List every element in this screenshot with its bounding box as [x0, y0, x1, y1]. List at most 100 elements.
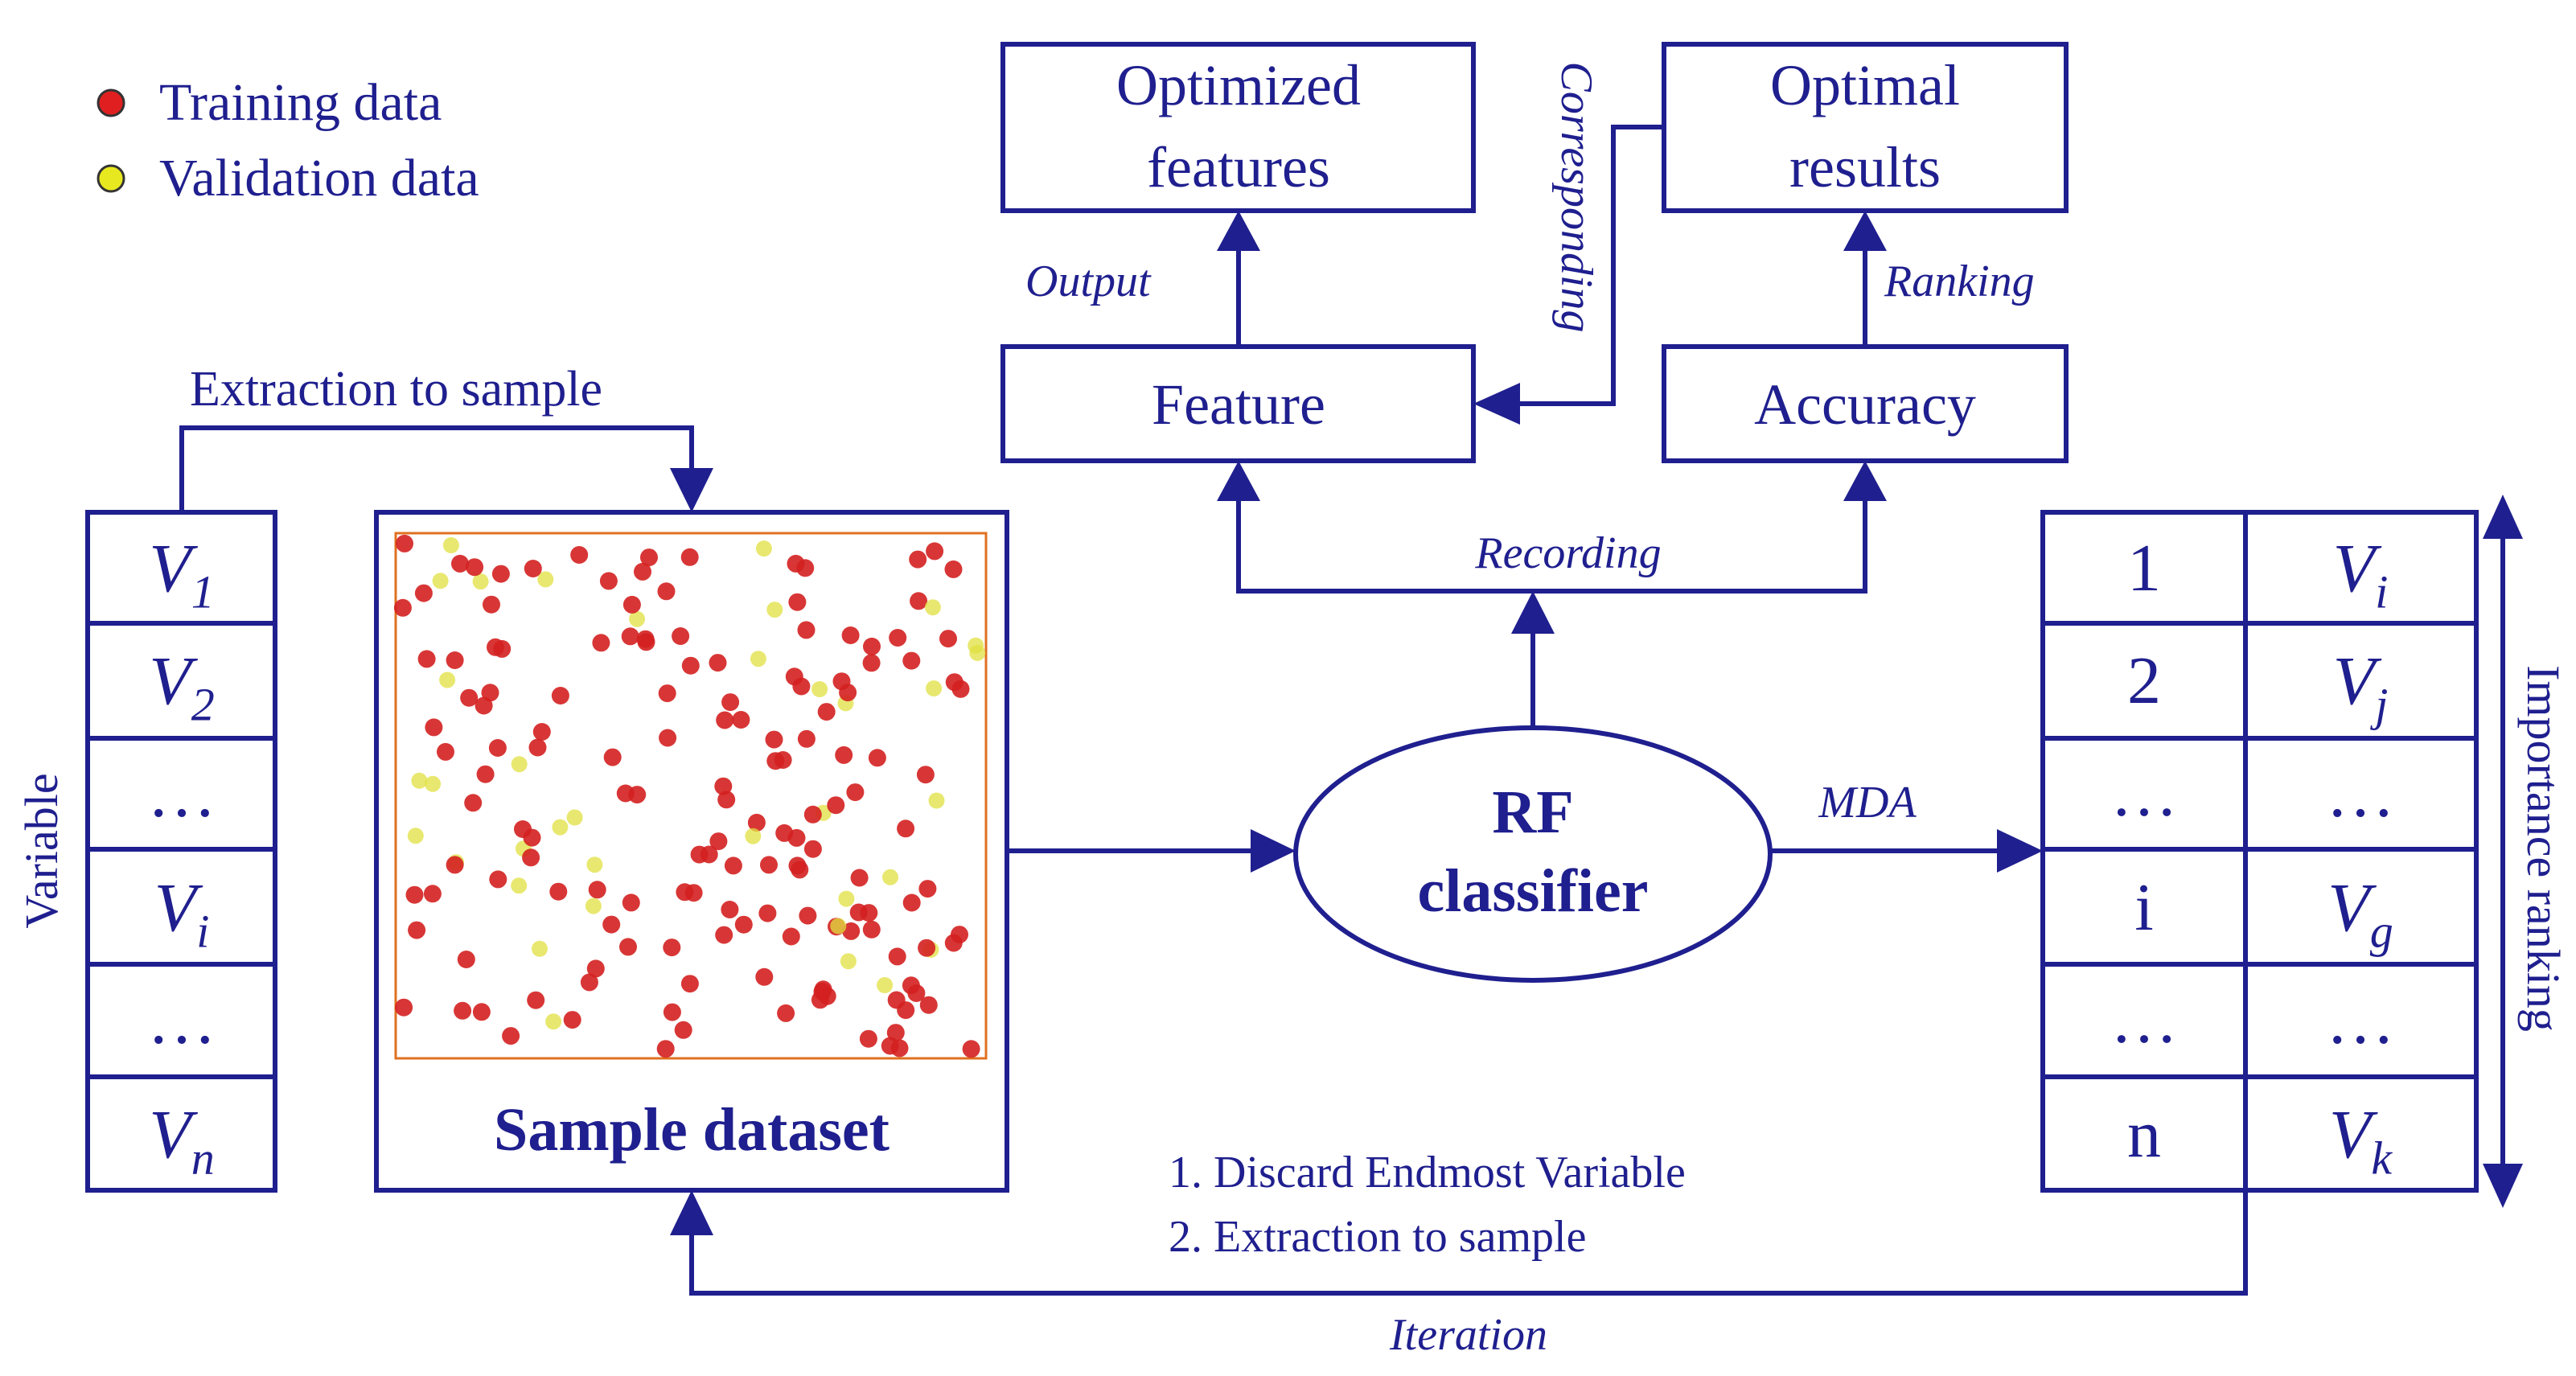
training-sample-dot [680, 548, 699, 566]
training-sample-dot [787, 828, 806, 847]
training-sample-dot [835, 746, 853, 764]
validation-sample-dot [566, 809, 583, 826]
importance-down-arrowhead [2483, 1164, 2523, 1208]
ranked-variable-cell: Vj [2332, 642, 2389, 731]
training-sample-dot [939, 630, 957, 648]
training-sample-dot [488, 739, 507, 757]
training-sample-dot [886, 1024, 905, 1042]
ranked-variable-cell: … [2326, 981, 2395, 1058]
training-sample-dot [918, 939, 936, 957]
corresponding-arrowhead [1473, 383, 1520, 425]
validation-sample-dot [750, 651, 766, 667]
ranked-variable-cell: Vi [2332, 529, 2389, 618]
validation-sample-dot [552, 819, 569, 836]
training-sample-dot [586, 959, 605, 978]
mda-arrowhead [1997, 829, 2043, 873]
training-sample-dot [926, 542, 944, 561]
training-sample-dot [451, 554, 469, 573]
variable-cell: … [147, 981, 216, 1058]
training-sample-dot [818, 987, 836, 1005]
extraction-label: Extraction to sample [190, 362, 603, 417]
training-sample-dot [634, 562, 651, 581]
validation-sample-dot [766, 602, 783, 618]
training-sample-dot [690, 845, 709, 864]
training-sample-dot [860, 904, 878, 922]
training-sample-dot [881, 1037, 899, 1055]
training-sample-dot [797, 729, 816, 748]
training-sample-dot [622, 893, 640, 912]
training-sample-dot [732, 711, 750, 729]
training-sample-dot [951, 926, 968, 944]
training-sample-dot [791, 861, 809, 879]
rf-classifier-line2: classifier [1417, 857, 1649, 925]
recording-connector [1236, 493, 1867, 594]
iteration-arrowhead [670, 1190, 713, 1235]
training-sample-dot [551, 687, 569, 704]
rf-classifier-line1: RF [1492, 778, 1574, 846]
training-sample-dot [622, 595, 641, 614]
ranking-label: Ranking [1884, 257, 2035, 306]
training-sample-dot [414, 584, 433, 602]
training-sample-dot [766, 752, 785, 770]
validation-sample-dot [585, 897, 602, 914]
training-sample-dot [846, 783, 865, 802]
ranked-variable-cell: Vg [2327, 869, 2393, 958]
training-sample-dot [676, 883, 694, 902]
validation-sample-dot [532, 940, 548, 957]
step2-label: 2. Extraction to sample [1169, 1212, 1587, 1262]
rank-cell: … [2110, 756, 2178, 831]
corresponding-connector [1512, 125, 1664, 406]
training-sample-dot [902, 651, 921, 670]
training-sample-dot [777, 1004, 795, 1022]
validation-sample-dot [830, 918, 847, 934]
training-sample-dot [522, 848, 540, 867]
training-sample-dot [437, 742, 454, 761]
training-sample-dot [466, 558, 484, 577]
training-sample-dot [787, 554, 805, 573]
validation-sample-dot [968, 637, 984, 654]
training-sample-dot [528, 738, 547, 757]
training-sample-dot [909, 550, 927, 569]
training-sample-dot [721, 693, 740, 712]
training-sample-dot [839, 684, 857, 702]
training-sample-dot [868, 749, 886, 767]
training-sample-dot [760, 856, 778, 874]
extraction-connector [179, 425, 694, 512]
training-sample-dot [850, 869, 869, 887]
training-sample-dot [446, 856, 464, 874]
training-sample-dot [423, 885, 442, 903]
training-sample-dot [910, 592, 928, 610]
rank-cell: n [2127, 1097, 2161, 1172]
training-sample-dot [637, 633, 655, 651]
variable-axis-label: Variable [15, 773, 68, 929]
optimal-results-line2: results [1789, 135, 1941, 199]
training-sample-dot [487, 638, 504, 656]
training-sample-dot [803, 805, 822, 824]
training-sample-dot [863, 637, 881, 655]
training-sample-dot [724, 856, 742, 875]
validation-sample-dot [840, 953, 857, 970]
training-sample-dot [657, 582, 676, 601]
training-sample-dot [621, 627, 639, 646]
training-sample-dot [889, 629, 907, 647]
validation-sample-dot [838, 890, 855, 907]
validation-sample-dot [537, 571, 554, 588]
training-sample-dot [888, 947, 906, 966]
training-sample-dot [476, 765, 495, 783]
validation-sample-dot [511, 756, 528, 773]
validation-sample-dot [432, 573, 449, 589]
optimized-features-line1: Optimized [1116, 53, 1361, 117]
training-sample-dot [962, 1040, 980, 1058]
ranking-arrowhead [1843, 211, 1887, 251]
ranked-variable-cell: … [2326, 754, 2395, 832]
validation-legend-dot [97, 164, 125, 193]
training-sample-dot [425, 718, 443, 737]
sample-dots [393, 534, 986, 1058]
training-sample-dot [408, 921, 426, 939]
variable-cell: Vi [154, 869, 210, 958]
validation-sample-dot [472, 573, 489, 590]
training-sample-dot [472, 1003, 491, 1021]
training-sample-dot [951, 680, 970, 698]
training-sample-dot [417, 650, 436, 668]
